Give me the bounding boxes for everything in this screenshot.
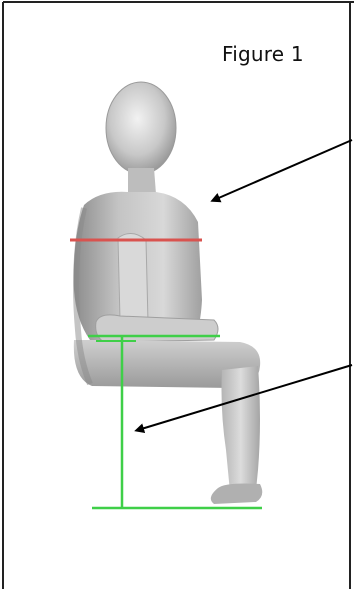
seated-person-figure [74,82,263,504]
foot [211,484,262,505]
forearm [96,315,218,342]
figure-caption: Figure 1 [222,42,304,66]
arrow-to-torso [214,140,352,200]
head [106,82,176,174]
neck [128,168,156,194]
shin [222,366,261,492]
